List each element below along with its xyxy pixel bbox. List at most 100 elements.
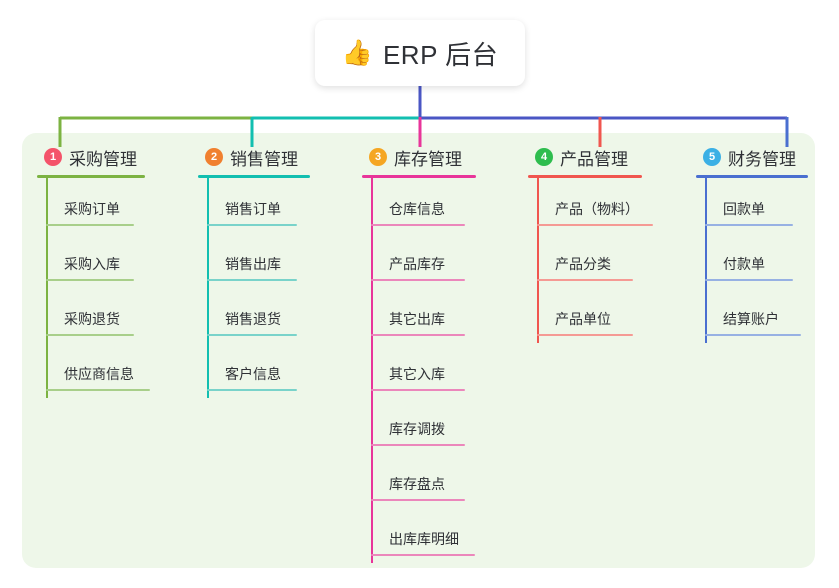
branch-spine: [46, 178, 48, 398]
branch-header-3[interactable]: 3 库存管理: [362, 146, 522, 169]
branch-leaf-label: 销售订单: [225, 201, 281, 217]
branch-leaf[interactable]: 产品单位: [528, 288, 698, 343]
branch-leaf-rule: [537, 224, 653, 226]
branch-leaf[interactable]: 采购入库: [37, 233, 187, 288]
branch-leaf-rule: [207, 389, 297, 391]
branch-leaf-rule: [46, 224, 134, 226]
branch-leaf-label: 库存调拨: [389, 421, 445, 437]
root-title: ERP 后台: [382, 39, 499, 70]
branch-badge-4: 4: [535, 148, 553, 166]
branch-leaf-rule: [371, 444, 465, 446]
branch-leaf-label: 采购订单: [64, 201, 120, 217]
branch-leaf-rule: [371, 224, 465, 226]
branch-badge-5: 5: [703, 148, 721, 166]
branch-children-4: 产品（物料） 产品分类产品单位: [528, 178, 698, 343]
branch-rule-3: [362, 175, 476, 178]
branch-leaf[interactable]: 销售出库: [198, 233, 348, 288]
branch-leaf-label: 仓库信息: [389, 201, 445, 217]
branch-children-2: 销售订单销售出库销售退货客户信息: [198, 178, 348, 398]
branch-leaf[interactable]: 销售订单: [198, 178, 348, 233]
branch-column-1: 1 采购管理 采购订单采购入库采购退货供应商信息: [37, 146, 187, 398]
diagram-panel: [22, 133, 815, 568]
branch-leaf[interactable]: 产品库存: [362, 233, 522, 288]
branch-leaf[interactable]: 采购订单: [37, 178, 187, 233]
branch-leaf[interactable]: 仓库信息: [362, 178, 522, 233]
branch-header-2[interactable]: 2 销售管理: [198, 146, 348, 169]
branch-leaf-label: 供应商信息: [64, 366, 134, 382]
branch-leaf-label: 出库库明细: [389, 531, 459, 547]
branch-spine: [371, 178, 373, 563]
branch-title-5: 财务管理: [728, 149, 796, 169]
branch-leaf-label: 销售出库: [225, 256, 281, 272]
branch-column-4: 4 产品管理 产品（物料） 产品分类产品单位: [528, 146, 698, 343]
branch-leaf-label: 回款单: [723, 201, 765, 217]
branch-leaf[interactable]: 库存盘点: [362, 453, 522, 508]
branch-leaf-rule: [371, 554, 475, 556]
branch-leaf-label: 产品分类: [555, 256, 611, 272]
branch-leaf-rule: [705, 224, 793, 226]
branch-title-2: 销售管理: [230, 149, 298, 169]
branch-leaf-rule: [371, 499, 465, 501]
branch-leaf-rule: [46, 334, 134, 336]
branch-leaf-rule: [705, 279, 793, 281]
branch-leaf-rule: [207, 224, 297, 226]
branch-header-1[interactable]: 1 采购管理: [37, 146, 187, 169]
branch-leaf-rule: [46, 279, 134, 281]
branch-leaf[interactable]: 付款单: [696, 233, 839, 288]
branch-children-5: 回款单付款单结算账户: [696, 178, 839, 343]
branch-header-4[interactable]: 4 产品管理: [528, 146, 698, 169]
branch-column-5: 5 财务管理 回款单付款单结算账户: [696, 146, 839, 343]
branch-leaf-rule: [371, 279, 465, 281]
branch-column-3: 3 库存管理 仓库信息产品库存其它出库其它入库库存调拨库存盘点出库库明细: [362, 146, 522, 563]
branch-leaf[interactable]: 产品分类: [528, 233, 698, 288]
branch-rule-4: [528, 175, 642, 178]
branch-title-4: 产品管理: [560, 149, 628, 169]
branch-children-3: 仓库信息产品库存其它出库其它入库库存调拨库存盘点出库库明细: [362, 178, 522, 563]
branch-leaf-label: 采购入库: [64, 256, 120, 272]
branch-leaf-rule: [371, 334, 465, 336]
branch-leaf[interactable]: 回款单: [696, 178, 839, 233]
branch-leaf-label: 客户信息: [225, 366, 281, 382]
branch-spine: [705, 178, 707, 343]
branch-leaf[interactable]: 其它出库: [362, 288, 522, 343]
branch-leaf[interactable]: 供应商信息: [37, 343, 187, 398]
branch-leaf-rule: [46, 389, 150, 391]
branch-leaf-label: 采购退货: [64, 311, 120, 327]
branch-leaf-label: 产品库存: [389, 256, 445, 272]
branch-leaf[interactable]: 采购退货: [37, 288, 187, 343]
branch-leaf-rule: [537, 279, 633, 281]
branch-leaf-rule: [371, 389, 465, 391]
branch-leaf-label: 库存盘点: [389, 476, 445, 492]
branch-title-3: 库存管理: [394, 149, 462, 169]
branch-leaf-label: 其它出库: [389, 311, 445, 327]
branch-badge-1: 1: [44, 148, 62, 166]
branch-leaf-rule: [207, 279, 297, 281]
branch-children-1: 采购订单采购入库采购退货供应商信息: [37, 178, 187, 398]
branch-leaf-rule: [207, 334, 297, 336]
branch-column-2: 2 销售管理 销售订单销售出库销售退货客户信息: [198, 146, 348, 398]
branch-rule-2: [198, 175, 310, 178]
root-node[interactable]: 👍 ERP 后台: [315, 20, 525, 86]
branch-rule-1: [37, 175, 145, 178]
branch-leaf[interactable]: 客户信息: [198, 343, 348, 398]
branch-leaf[interactable]: 其它入库: [362, 343, 522, 398]
branch-leaf[interactable]: 产品（物料）: [528, 178, 698, 233]
branch-rule-5: [696, 175, 808, 178]
branch-leaf[interactable]: 库存调拨: [362, 398, 522, 453]
branch-title-1: 采购管理: [69, 149, 137, 169]
branch-badge-2: 2: [205, 148, 223, 166]
branch-badge-3: 3: [369, 148, 387, 166]
branch-leaf-rule: [705, 334, 801, 336]
branch-header-5[interactable]: 5 财务管理: [696, 146, 839, 169]
branch-leaf-label: 产品单位: [555, 311, 611, 327]
branch-leaf-label: 产品（物料）: [555, 201, 639, 217]
branch-leaf[interactable]: 销售退货: [198, 288, 348, 343]
branch-leaf[interactable]: 出库库明细: [362, 508, 522, 563]
thumbs-up-icon: 👍: [341, 38, 373, 67]
branch-leaf-rule: [537, 334, 633, 336]
branch-leaf-label: 销售退货: [225, 311, 281, 327]
branch-spine: [537, 178, 539, 343]
branch-leaf[interactable]: 结算账户: [696, 288, 839, 343]
branch-leaf-label: 其它入库: [389, 366, 445, 382]
